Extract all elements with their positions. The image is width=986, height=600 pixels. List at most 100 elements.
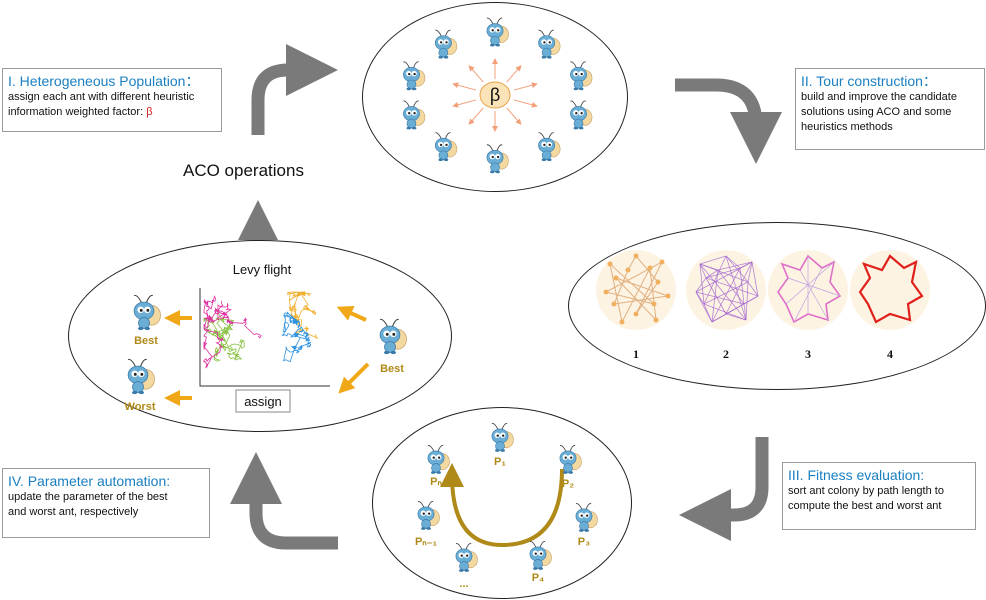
spread-arrow (452, 82, 477, 91)
beta-symbol: β (146, 106, 153, 118)
ant-icon (133, 294, 161, 331)
levy-walk (281, 311, 312, 363)
ant-icon (434, 132, 458, 162)
p-label: Pₙ₋₁ (415, 536, 438, 548)
tour-2-edge (717, 261, 753, 271)
p-label: P₁ (494, 456, 506, 468)
tour-2-edge (703, 281, 749, 305)
levy-axes (199, 288, 330, 387)
tour-2-edge (695, 291, 745, 305)
p-label: P₂ (562, 478, 574, 490)
box-line: information weighted factor: (8, 106, 147, 118)
tour-node (633, 311, 639, 317)
box-line: update the parameter of the best (8, 491, 168, 503)
ant-icon (127, 358, 155, 395)
ant-icon (538, 132, 561, 162)
tour-node (659, 259, 665, 265)
beta-node (479, 81, 511, 109)
tour-2-edge (695, 291, 713, 323)
box-line: assign each ant with different heuristic (8, 91, 195, 103)
tour-node (603, 289, 609, 295)
ant-icon (434, 29, 458, 59)
box-parameter-automation: IV. Parameter automation: update the par… (2, 468, 210, 538)
ant-icon (403, 100, 426, 130)
beta-label: β (490, 85, 500, 105)
box-line: heuristics methods (801, 121, 893, 133)
arrow-from-best-lower (338, 362, 370, 394)
ant-icon (538, 29, 561, 59)
tour-2-edge (725, 255, 741, 269)
tour-2-edge (699, 263, 707, 279)
worst-label: Worst (125, 401, 156, 413)
arrow-to-population (251, 44, 338, 135)
tour-2-edge (695, 291, 705, 305)
spread-arrow (468, 65, 484, 83)
box-heterogeneous-population: I. Heterogeneous Population： assign each… (2, 68, 222, 132)
p-label: ... (459, 578, 468, 590)
assign-box (235, 389, 291, 413)
tour-number-label: 3 (805, 347, 811, 361)
ant-icon (455, 542, 478, 572)
tour-2-edge (699, 263, 719, 271)
tour-2-edge (725, 261, 753, 315)
ant-icon (417, 500, 440, 530)
tour-node (633, 253, 639, 259)
ant-icon (486, 17, 509, 47)
tour-2-edge (725, 303, 745, 315)
box-line: compute the best and worst ant (788, 500, 942, 512)
tour-number-label: 1 (633, 347, 639, 361)
spread-arrow (506, 65, 522, 83)
aco-operations-label: ACO operations (183, 161, 304, 180)
ant-icon (427, 444, 450, 474)
tour-number-label: 2 (723, 347, 729, 361)
spread-arrow (513, 82, 538, 91)
box-title: IV. Parameter automation: (8, 473, 171, 489)
tour-node (651, 301, 657, 307)
tour-3-edge (799, 269, 829, 321)
ant-icon (486, 144, 509, 174)
box-title: I. Heterogeneous Population： (8, 73, 200, 89)
best-label: Best (134, 335, 158, 347)
tour-2-edge (705, 277, 759, 297)
tour-2-edge (695, 277, 707, 293)
arrow-from-best-upper (336, 306, 367, 322)
spread-arrow (506, 107, 522, 125)
tour-2-edge (717, 269, 745, 305)
tour-node (655, 279, 661, 285)
tour-2-edge (745, 281, 749, 321)
ant-icon (575, 502, 598, 532)
tour-2-edge (747, 281, 759, 297)
source-best-label: Best (380, 363, 404, 375)
tour-4-path (858, 254, 924, 324)
ant-icon (559, 444, 582, 474)
box-line: build and improve the candidate (801, 91, 957, 103)
tour-node (607, 261, 613, 267)
box-line: solutions using ACO and some (801, 106, 952, 118)
box-title: II. Tour construction： (801, 73, 937, 89)
box-title: III. Fitness evaluation: (788, 467, 925, 483)
tour-node (619, 319, 625, 325)
box-line: and worst ant, respectively (8, 506, 139, 518)
ant-icon (403, 61, 426, 91)
box-fitness-evaluation: III. Fitness evaluation: sort ant colony… (782, 462, 976, 530)
spread-arrow (468, 107, 484, 125)
tour-2-edge (711, 269, 719, 323)
tour-2-edge (695, 261, 753, 293)
tour-2-edge (705, 269, 719, 279)
levy-walk (202, 295, 262, 369)
levy-walk (286, 290, 319, 340)
arrow-to-fitness (679, 437, 769, 541)
spread-arrow (513, 99, 538, 108)
tour-2-edge (711, 313, 727, 323)
ant-icon (529, 540, 552, 570)
spread-arrow (452, 99, 477, 108)
p-label: P₃ (578, 536, 590, 548)
box-tour-construction: II. Tour construction： build and improve… (795, 68, 985, 150)
arrow-to-tour-construction (675, 78, 782, 164)
tour-node (611, 301, 617, 307)
tour-node (647, 265, 653, 271)
tour-2-edge (739, 267, 745, 305)
